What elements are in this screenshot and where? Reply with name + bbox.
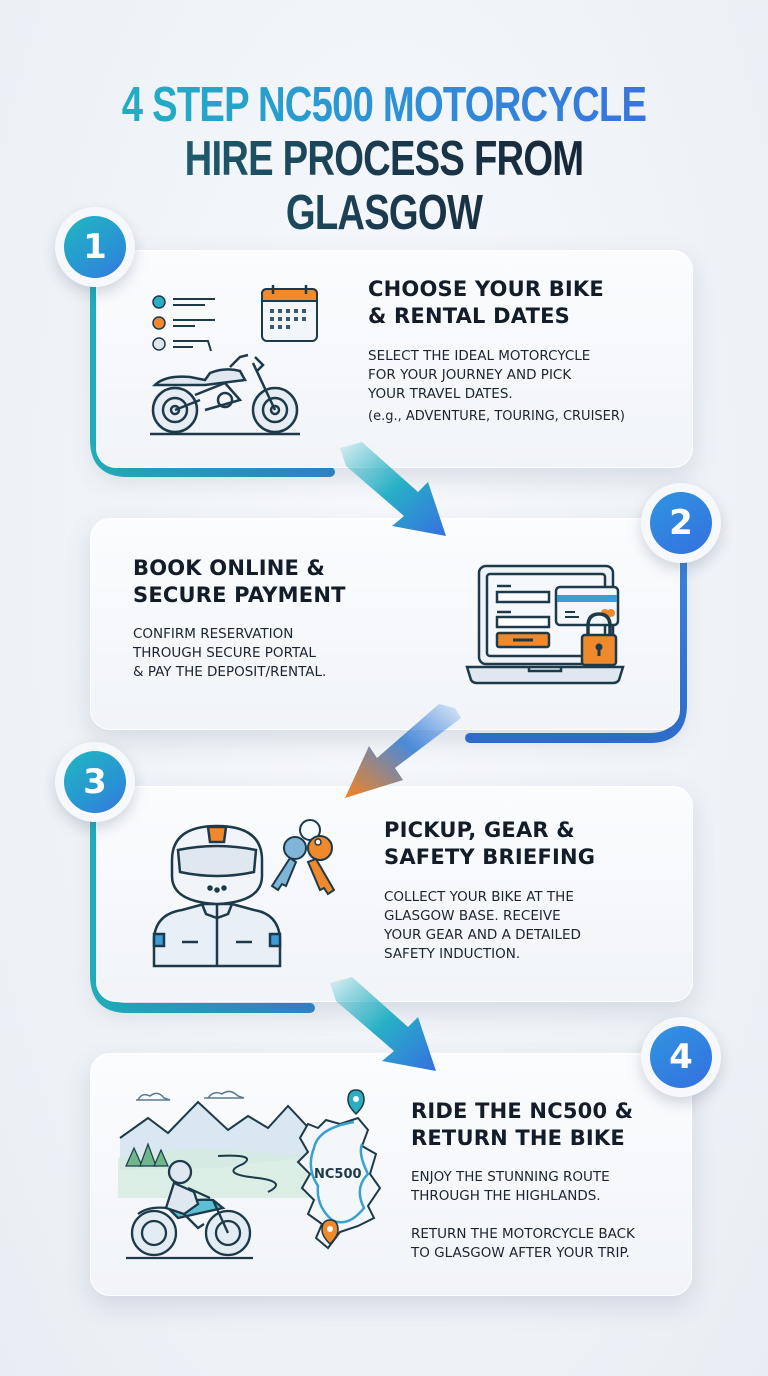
step-1-badge: 1 [55,207,135,287]
arrow-step1-to-step2 [340,442,446,536]
step-3-badge: 3 [55,742,135,822]
ride-nc500-illustration: NC500 [118,1089,382,1260]
step-3-description: COLLECT YOUR BIKE AT THE GLASGOW BASE. R… [384,889,581,962]
motorcycle-checklist-calendar-icon [150,285,318,436]
padlock-icon [580,612,618,667]
keys-icon [270,819,335,896]
step-4-heading: RIDE THE NC500 & RETURN THE BIKE [411,1099,634,1150]
scotland-map-icon: NC500 [296,1116,382,1250]
step-number: 3 [64,751,126,813]
arrow-step2-to-step3 [345,704,461,798]
motorcycle-icon [150,353,300,436]
step-4-badge: 4 [641,1017,721,1097]
step-number: 4 [650,1026,712,1088]
rider-on-motorcycle-icon [126,1159,253,1260]
checklist-icon [152,295,215,352]
rider-and-keys-icon [152,819,335,968]
rider-helmet-icon [152,824,282,968]
nc500-map-label: NC500 [314,1167,362,1182]
arrow-step3-to-step4 [330,977,436,1071]
step-1-heading: CHOOSE YOUR BIKE & RENTAL DATES [368,277,604,328]
step-2-badge: 2 [641,483,721,563]
mountain-landscape-icon [118,1090,319,1198]
laptop-payment-icon [465,564,625,685]
page-title: 4 STEP NC500 MOTORCYCLE HIRE PROCESS FRO… [84,78,683,240]
calendar-icon [261,285,318,342]
title-line-2: HIRE PROCESS FROM GLASGOW [84,132,683,240]
step-2-description: CONFIRM RESERVATION THROUGH SECURE PORTA… [133,626,327,680]
step-3-heading: PICKUP, GEAR & SAFETY BRIEFING [384,818,596,869]
step-2-heading: BOOK ONLINE & SECURE PAYMENT [133,556,346,607]
laptop-icon [465,564,625,685]
title-line-1: 4 STEP NC500 MOTORCYCLE [84,78,683,132]
step-4-return-description: RETURN THE MOTORCYCLE BACK TO GLASGOW AF… [411,1226,635,1261]
step-1-description: SELECT THE IDEAL MOTORCYCLE FOR YOUR JOU… [368,348,625,424]
step-1-note: (e.g., ADVENTURE, TOURING, CRUISER) [368,409,625,424]
step-number: 2 [650,492,712,554]
map-pin-icon [321,1089,365,1246]
step-1-card [96,250,693,468]
step-number: 1 [64,216,126,278]
step-4-description: ENJOY THE STUNNING ROUTE THROUGH THE HIG… [411,1169,610,1204]
